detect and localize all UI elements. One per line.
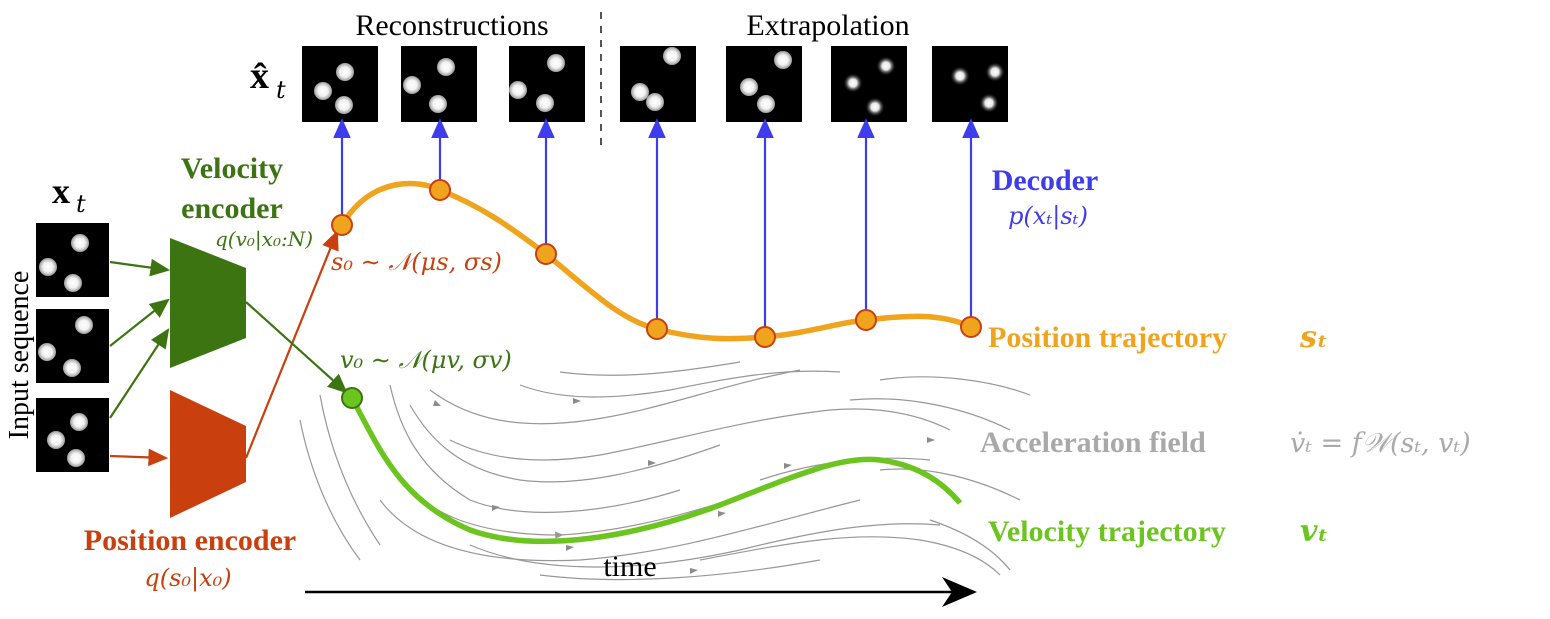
acceleration-field-label: Acceleration field v̇ₜ = f𝒲(sₜ, vₜ)	[980, 426, 1471, 459]
input-to-position-encoder-arrow	[110, 456, 166, 458]
velocity-encoder-output-arrow	[246, 302, 346, 392]
extrapolation-frame-3	[831, 46, 907, 122]
reconstruction-frame-2	[401, 46, 477, 122]
position-trajectory-label: Position trajectory sₜ	[988, 320, 1328, 355]
decoder-arrows	[342, 127, 971, 335]
acceleration-field-arrowheads	[433, 398, 935, 574]
extrapolation-frame-4	[932, 46, 1008, 122]
output-frames	[302, 46, 1008, 122]
velocity-encoder-title-line1: Velocity	[181, 152, 283, 185]
svg-text:v̇ₜ = f𝒲(sₜ, vₜ): v̇ₜ = f𝒲(sₜ, vₜ)	[1290, 428, 1471, 459]
position-encoder-formula: q(s₀|x₀)	[144, 564, 231, 593]
velocity-encoder-title-line2: encoder	[181, 192, 283, 225]
svg-text:Acceleration field: Acceleration field	[980, 426, 1206, 459]
input-sequence-label: Input sequence	[4, 271, 35, 440]
extrapolation-frame-1	[620, 46, 696, 122]
input-frames	[36, 223, 109, 472]
input-frame-2	[36, 309, 109, 383]
velocity-trajectory-curve	[352, 398, 960, 541]
velocity-prior-formula: v₀ ∼ 𝒩(μv, σv)	[340, 346, 512, 374]
reconstruction-frame-1	[302, 46, 378, 122]
svg-text:vₜ: vₜ	[1300, 514, 1329, 549]
reconstruction-frame-3	[509, 46, 585, 122]
x-hat-label: x̂ t	[250, 55, 286, 104]
extrapolation-frame-2	[726, 46, 802, 122]
velocity-encoder-block	[170, 238, 246, 368]
svg-text:sₜ: sₜ	[1299, 320, 1328, 355]
time-axis-label: time	[603, 550, 656, 583]
svg-text:Velocity trajectory: Velocity trajectory	[988, 515, 1226, 548]
input-to-velocity-encoder-arrows	[110, 262, 168, 418]
velocity-trajectory-label: Velocity trajectory vₜ	[988, 514, 1329, 549]
svg-text:t: t	[276, 76, 286, 104]
svg-text:x: x	[52, 171, 70, 211]
extrapolation-heading: Extrapolation	[746, 9, 909, 42]
decoder-title: Decoder	[992, 164, 1099, 197]
velocity-initial-point	[342, 388, 362, 408]
svg-text:t: t	[76, 190, 86, 218]
input-frame-3	[36, 398, 109, 472]
velocity-encoder-formula: q(v₀|x₀:N)	[215, 227, 313, 252]
reconstructions-heading: Reconstructions	[355, 9, 548, 42]
svg-text:x̂: x̂	[250, 55, 269, 97]
input-x-label: x t	[52, 171, 86, 218]
position-encoder-output-arrow	[246, 232, 337, 458]
position-encoder-title: Position encoder	[84, 524, 296, 557]
input-frame-1	[36, 223, 109, 297]
decoder-formula: p(xₜ|sₜ)	[1008, 202, 1088, 231]
svg-text:Position trajectory: Position trajectory	[988, 321, 1227, 354]
position-prior-formula: s₀ ∼ 𝒩(μs, σs)	[331, 248, 502, 276]
position-encoder-block	[170, 390, 246, 518]
